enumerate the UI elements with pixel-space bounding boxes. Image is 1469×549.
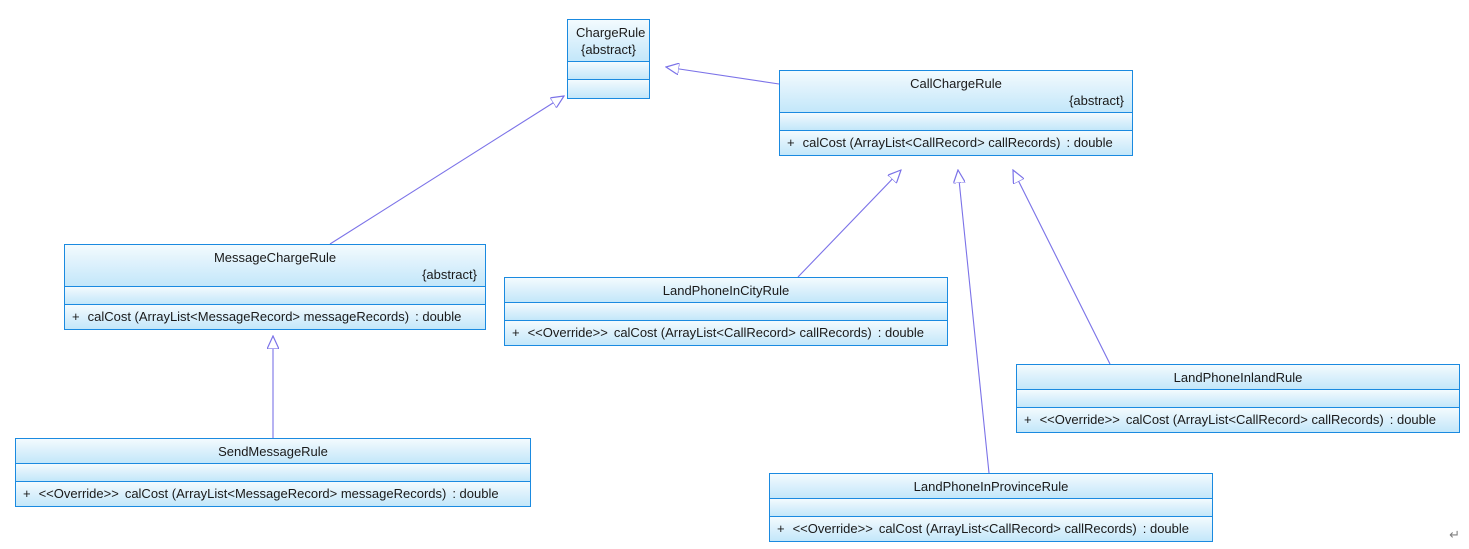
class-name-send-message-rule: SendMessageRule [218, 444, 328, 459]
edge-landphoneincityrule-to-callchargerule [797, 170, 901, 278]
class-name-land-phone-inland-rule: LandPhoneInlandRule [1173, 370, 1303, 385]
operation-visibility: + [512, 325, 520, 340]
operation-stereotype: <<Override>> [38, 486, 119, 501]
class-box-land-phone-in-province-rule[interactable]: LandPhoneInProvinceRule + <<Override>> cal… [769, 473, 1213, 542]
class-header-charge-rule: ChargeRule {abstract} [568, 20, 649, 62]
operations-compartment-land-phone-inland-rule: + <<Override>> calCost (ArrayList<CallReco… [1017, 408, 1459, 432]
class-box-land-phone-in-city-rule[interactable]: LandPhoneInCityRule + <<Override>> calCost… [504, 277, 948, 346]
class-name-charge-rule: ChargeRule [576, 25, 646, 40]
operation-signature: calCost (ArrayList<CallRecord> callRecor… [878, 521, 1137, 536]
class-box-call-charge-rule[interactable]: CallChargeRule {abstract} + calCost (Arra… [779, 70, 1133, 156]
operation-stereotype: <<Override>> [527, 325, 608, 340]
operation-stereotype: <<Override>> [1039, 412, 1120, 427]
edge-landphoneinprovincerule-to-callchargerule [958, 170, 990, 474]
operation-visibility: + [787, 135, 795, 150]
operation-visibility: + [1024, 412, 1032, 427]
attributes-compartment-message-charge-rule [65, 287, 485, 305]
operation-return-type: : double [415, 309, 462, 324]
operation-return-type: : double [452, 486, 499, 501]
operation-visibility: + [777, 521, 785, 536]
operation-visibility: + [72, 309, 80, 324]
attributes-compartment-land-phone-inland-rule [1017, 390, 1459, 408]
attributes-compartment-land-phone-in-province-rule [770, 499, 1212, 517]
abstract-tag-message-charge-rule: {abstract} [422, 267, 477, 282]
operation-signature: calCost (ArrayList<MessageRecord> messag… [124, 486, 447, 501]
attributes-compartment-call-charge-rule [780, 113, 1132, 131]
operation-return-type: : double [1389, 412, 1436, 427]
operation-visibility: + [23, 486, 31, 501]
operation-signature: calCost (ArrayList<MessageRecord> messag… [87, 309, 410, 324]
class-name-land-phone-in-city-rule: LandPhoneInCityRule [662, 283, 790, 298]
operations-compartment-call-charge-rule: + calCost (ArrayList<CallRecord> callReco… [780, 131, 1132, 155]
class-header-land-phone-inland-rule: LandPhoneInlandRule [1017, 365, 1459, 390]
operation-return-type: : double [877, 325, 924, 340]
class-name-call-charge-rule: CallChargeRule [910, 76, 1002, 91]
operations-compartment-message-charge-rule: + calCost (ArrayList<MessageRecord> messa… [65, 305, 485, 329]
abstract-tag-charge-rule: {abstract} [581, 42, 636, 57]
operations-compartment-land-phone-in-city-rule: + <<Override>> calCost (ArrayList<CallReco… [505, 321, 947, 345]
class-header-call-charge-rule: CallChargeRule {abstract} [780, 71, 1132, 113]
operation-signature: calCost (ArrayList<CallRecord> callRecor… [613, 325, 872, 340]
class-box-message-charge-rule[interactable]: MessageChargeRule {abstract} + calCost (A… [64, 244, 486, 330]
operation-stereotype: <<Override>> [792, 521, 873, 536]
edge-callchargerule-to-chargerule [666, 67, 780, 85]
class-box-send-message-rule[interactable]: SendMessageRule + <<Override>> calCost (Ar… [15, 438, 531, 507]
operations-compartment-charge-rule [568, 80, 649, 98]
operation-signature: calCost (ArrayList<CallRecord> callRecor… [802, 135, 1061, 150]
edge-messagechargerule-to-chargerule [329, 96, 564, 245]
class-name-land-phone-in-province-rule: LandPhoneInProvinceRule [913, 479, 1069, 494]
operation-signature: calCost (ArrayList<CallRecord> callRecor… [1125, 412, 1384, 427]
operation-return-type: : double [1142, 521, 1189, 536]
abstract-tag-call-charge-rule: {abstract} [1069, 93, 1124, 108]
operations-compartment-land-phone-in-province-rule: + <<Override>> calCost (ArrayList<CallReco… [770, 517, 1212, 541]
class-header-message-charge-rule: MessageChargeRule {abstract} [65, 245, 485, 287]
class-name-message-charge-rule: MessageChargeRule [213, 250, 337, 265]
class-header-land-phone-in-province-rule: LandPhoneInProvinceRule [770, 474, 1212, 499]
class-box-charge-rule[interactable]: ChargeRule {abstract} [567, 19, 650, 99]
attributes-compartment-send-message-rule [16, 464, 530, 482]
attributes-compartment-charge-rule [568, 62, 649, 80]
class-header-land-phone-in-city-rule: LandPhoneInCityRule [505, 278, 947, 303]
carriage-return-mark: ↵ [1449, 528, 1460, 543]
class-box-land-phone-inland-rule[interactable]: LandPhoneInlandRule + <<Override>> calCost… [1016, 364, 1460, 433]
operations-compartment-send-message-rule: + <<Override>> calCost (ArrayList<MessageR… [16, 482, 530, 506]
attributes-compartment-land-phone-in-city-rule [505, 303, 947, 321]
class-header-send-message-rule: SendMessageRule [16, 439, 530, 464]
edge-landphoneinlandrule-to-callchargerule [1013, 170, 1111, 365]
operation-return-type: : double [1066, 135, 1113, 150]
